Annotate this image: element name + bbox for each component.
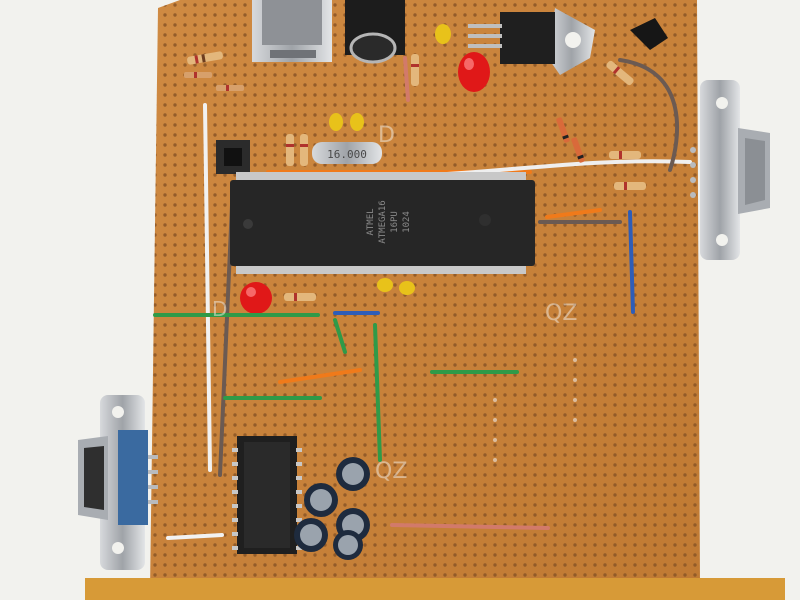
atmega16-chip: ATMEL ATMEGA16 16PU 1024 (230, 172, 535, 274)
silk-mark-1: D (378, 123, 395, 148)
db9-connector-right (690, 80, 770, 260)
silk-mark-3: D (212, 297, 227, 321)
wire-orange-1 (278, 368, 362, 384)
resistors (184, 51, 646, 301)
wire-white-bottom (166, 533, 224, 540)
led-middle (240, 282, 272, 314)
wire-blue-2 (628, 210, 635, 314)
led-top (458, 52, 490, 92)
mcu-speed: 16PU (390, 211, 400, 233)
silkscreen-labels: D QZ D QZ (212, 123, 577, 484)
silk-mark-2: QZ (545, 301, 577, 326)
dip16-chip (232, 436, 302, 554)
voltage-regulator (468, 8, 595, 75)
diodes (556, 117, 585, 163)
mcu-brand: ATMEL (366, 208, 376, 235)
db9-connector-left (78, 395, 158, 570)
wire-orange-2 (545, 208, 602, 219)
push-button (216, 140, 250, 174)
transistor (630, 18, 668, 50)
electrolytic-capacitors (294, 457, 370, 560)
solder-trace-dots (493, 358, 577, 462)
wire-gray-serial (618, 58, 680, 172)
usb-connector (252, 0, 332, 62)
wire-pink-2 (403, 56, 410, 102)
crystal-oscillator: 16.000 (312, 142, 382, 164)
silk-mark-4: QZ (375, 459, 407, 484)
crystal-marking: 16.000 (327, 148, 367, 161)
bottom-board-strip (85, 578, 785, 600)
wire-pink-bottom (390, 523, 550, 530)
wire-green-5 (333, 318, 347, 354)
mcu-date-code: 1024 (402, 211, 412, 233)
dc-power-jack (345, 0, 405, 64)
wire-green-4 (373, 323, 382, 462)
tantalum-capacitors (329, 24, 451, 295)
mcu-part: ATMEGA16 (378, 200, 388, 243)
wire-white-left (203, 103, 212, 472)
